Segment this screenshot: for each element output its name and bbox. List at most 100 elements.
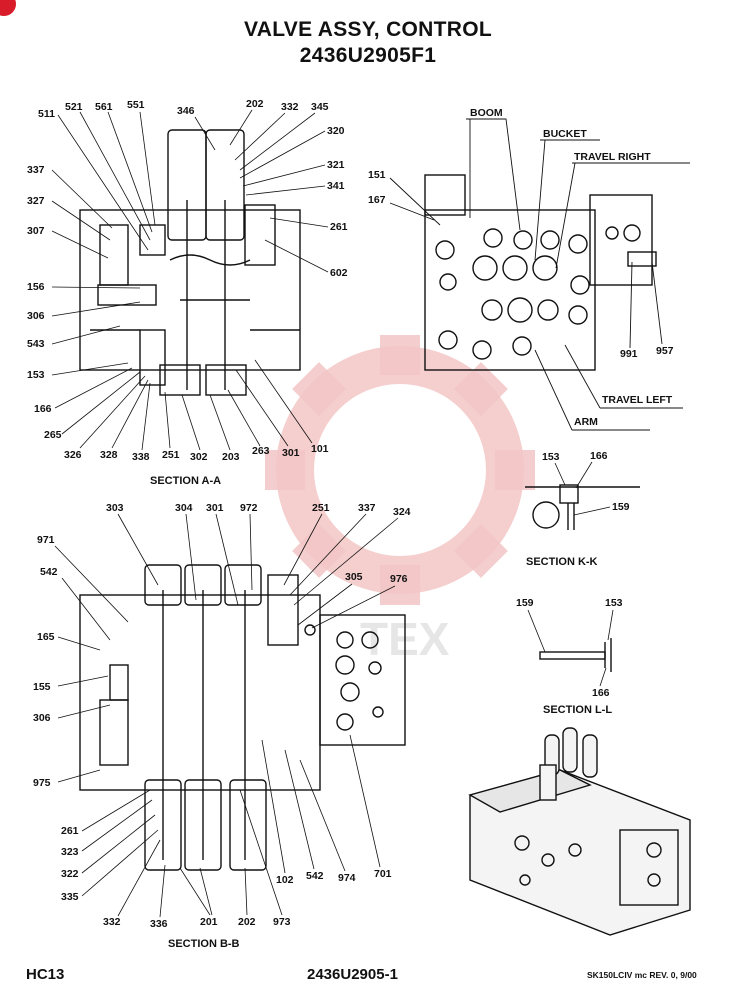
callout-label: 167: [368, 194, 386, 206]
callout-label: 322: [61, 868, 79, 880]
callout-label: 543: [27, 338, 45, 350]
callout-label: 306: [27, 310, 45, 322]
section-aa-drawing: [79, 129, 301, 396]
callout-label-travel-right: TRAVEL RIGHT: [574, 151, 651, 163]
section-ll-labels: 159 153 166: [516, 597, 623, 699]
callout-label: 337: [27, 164, 45, 176]
callout-label: 341: [327, 180, 345, 192]
callout-label: 166: [34, 403, 52, 415]
callout-label: 202: [238, 916, 256, 928]
section-bb-drawing: [79, 564, 406, 871]
callout-label: 323: [61, 846, 79, 858]
callout-label: 542: [40, 566, 58, 578]
section-bb-caption: SECTION B-B: [168, 938, 240, 950]
section-bb-labels: 303 304 301 972 251 337 324 971 542 305 …: [33, 502, 411, 930]
callout-label: 153: [542, 451, 560, 463]
section-bb-leaders: [54, 513, 399, 918]
callout-label: 991: [620, 348, 638, 360]
callout-label: 957: [656, 345, 674, 357]
section-aa-labels: 511 521 561 551 346 202 332 345 320 321 …: [27, 98, 348, 463]
callout-label: 305: [345, 571, 363, 583]
top-right-labels: BOOM BUCKET TRAVEL RIGHT 151 167 991 957…: [368, 107, 674, 428]
callout-label: 166: [590, 450, 608, 462]
footer-revision: SK150LCIV mc REV. 0, 9/00: [587, 970, 697, 980]
footer-drawing-number: 2436U2905-1: [307, 966, 398, 983]
callout-label: 159: [516, 597, 534, 609]
footer-page-code: HC13: [26, 966, 65, 983]
callout-label: 202: [246, 98, 264, 110]
callout-label: 261: [61, 825, 79, 837]
callout-label: 332: [103, 916, 121, 928]
section-kk-labels: 153 166 159: [542, 450, 630, 513]
callout-label: 201: [200, 916, 218, 928]
callout-label: 602: [330, 267, 348, 279]
part-number: 2436U2905F1: [299, 44, 437, 67]
callout-label: 974: [338, 872, 356, 884]
callout-label-bucket: BUCKET: [543, 128, 587, 140]
callout-label-travel-left: TRAVEL LEFT: [602, 394, 673, 406]
callout-label: 335: [61, 891, 79, 903]
callout-label: 971: [37, 534, 55, 546]
callout-label: 972: [240, 502, 258, 514]
callout-label: 101: [311, 443, 329, 455]
section-aa-leaders: [51, 109, 329, 451]
watermark-gear-teeth: [265, 335, 535, 605]
callout-label: 303: [106, 502, 124, 514]
callout-label: 336: [150, 918, 168, 930]
callout-label: 324: [393, 506, 411, 518]
section-ll-drawing: [539, 638, 612, 672]
section-ll-caption: SECTION L-L: [543, 704, 612, 716]
callout-label-arm: ARM: [574, 416, 598, 428]
section-ll-leaders: [527, 609, 614, 687]
corner-badge: [0, 0, 16, 16]
callout-label: 321: [327, 159, 345, 171]
callout-label: 701: [374, 868, 392, 880]
callout-label: 304: [175, 502, 193, 514]
top-right-leaders: [389, 118, 690, 431]
callout-label: 165: [37, 631, 55, 643]
callout-label: 159: [612, 501, 630, 513]
callout-label: 156: [27, 281, 45, 293]
callout-label-boom: BOOM: [470, 107, 503, 119]
callout-label: 307: [27, 225, 45, 237]
callout-label: 521: [65, 101, 83, 113]
callout-label: 975: [33, 777, 51, 789]
callout-label: 301: [282, 447, 300, 459]
section-kk-drawing: [525, 484, 640, 530]
callout-label: 166: [592, 687, 610, 699]
callout-label: 511: [38, 108, 55, 120]
top-right-drawing: [424, 174, 657, 371]
isometric-assembly-drawing: [468, 727, 691, 936]
callout-label: 332: [281, 101, 299, 113]
callout-label: 306: [33, 712, 51, 724]
callout-label: 155: [33, 681, 51, 693]
section-kk-leaders: [554, 461, 611, 516]
callout-label: 346: [177, 105, 195, 117]
callout-label: 302: [190, 451, 208, 463]
callout-label: 263: [252, 445, 270, 457]
callout-label: 345: [311, 101, 329, 113]
callout-label: 203: [222, 451, 240, 463]
callout-label: 265: [44, 429, 62, 441]
callout-label: 326: [64, 449, 82, 461]
callout-label: 561: [95, 101, 113, 113]
callout-label: 301: [206, 502, 224, 514]
callout-label: 337: [358, 502, 376, 514]
section-kk-caption: SECTION K-K: [526, 556, 598, 568]
callout-label: 328: [100, 449, 118, 461]
callout-label: 251: [162, 449, 180, 461]
callout-label: 251: [312, 502, 330, 514]
page-title: VALVE ASSY, CONTROL: [244, 18, 492, 41]
callout-label: 261: [330, 221, 348, 233]
callout-label: 151: [368, 169, 386, 181]
callout-label: 551: [127, 99, 145, 111]
callout-label: 153: [27, 369, 45, 381]
callout-label: 973: [273, 916, 291, 928]
callout-label: 542: [306, 870, 324, 882]
callout-label: 327: [27, 195, 45, 207]
section-aa-caption: SECTION A-A: [150, 475, 221, 487]
callout-label: 153: [605, 597, 623, 609]
callout-label: 338: [132, 451, 150, 463]
callout-label: 102: [276, 874, 294, 886]
